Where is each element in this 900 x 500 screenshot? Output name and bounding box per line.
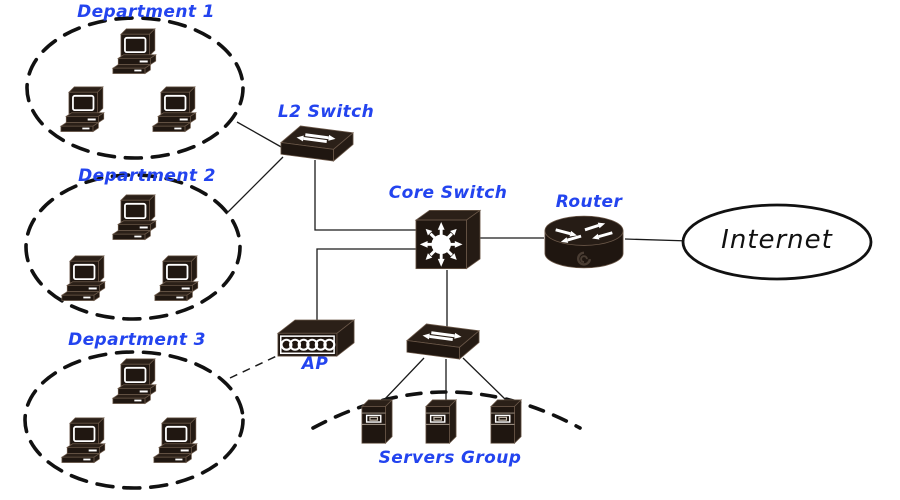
computer-icon	[110, 28, 164, 78]
core-switch-icon	[414, 208, 482, 271]
computer-icon	[110, 358, 164, 408]
department-2-label: Department 2	[78, 166, 216, 186]
computer-icon	[110, 194, 164, 244]
router-label: Router	[555, 192, 623, 212]
servers-group-boundary	[311, 390, 582, 430]
internet-cloud	[681, 203, 873, 281]
l2-switch-icon	[279, 123, 355, 164]
core-switch-label: Core Switch	[388, 183, 508, 203]
link-ap-coreswitch	[316, 248, 416, 320]
department-3-boundary	[23, 350, 245, 490]
ap-label: AP	[301, 354, 329, 374]
link-serverswitch-server1	[383, 357, 425, 401]
server-icon	[360, 398, 394, 447]
computer-icon	[59, 417, 113, 467]
computer-icon	[152, 255, 206, 305]
router-icon	[542, 214, 626, 271]
department-1-boundary	[25, 16, 245, 160]
computer-icon	[150, 86, 204, 136]
internet-label: Internet	[721, 225, 833, 255]
server-icon	[424, 398, 458, 447]
computer-icon	[58, 86, 112, 136]
servers-group-label: Servers Group	[378, 448, 522, 468]
computer-icon	[59, 255, 113, 305]
server-icon	[489, 398, 523, 447]
link-router-internet	[624, 238, 691, 242]
link-l2switch-dept2	[225, 156, 284, 215]
department-1-label: Department 1	[77, 2, 215, 22]
link-serverswitch-server3	[462, 357, 507, 401]
department-3-label: Department 3	[68, 330, 206, 350]
link-dept1-l2switch	[236, 121, 284, 149]
servers-switch-icon	[405, 321, 481, 362]
l2-switch-label: L2 Switch	[277, 102, 375, 122]
department-2-boundary	[24, 173, 242, 321]
link-dept3-ap-wireless	[229, 353, 282, 379]
link-l2switch-coreswitch	[314, 160, 416, 231]
computer-icon	[151, 417, 205, 467]
